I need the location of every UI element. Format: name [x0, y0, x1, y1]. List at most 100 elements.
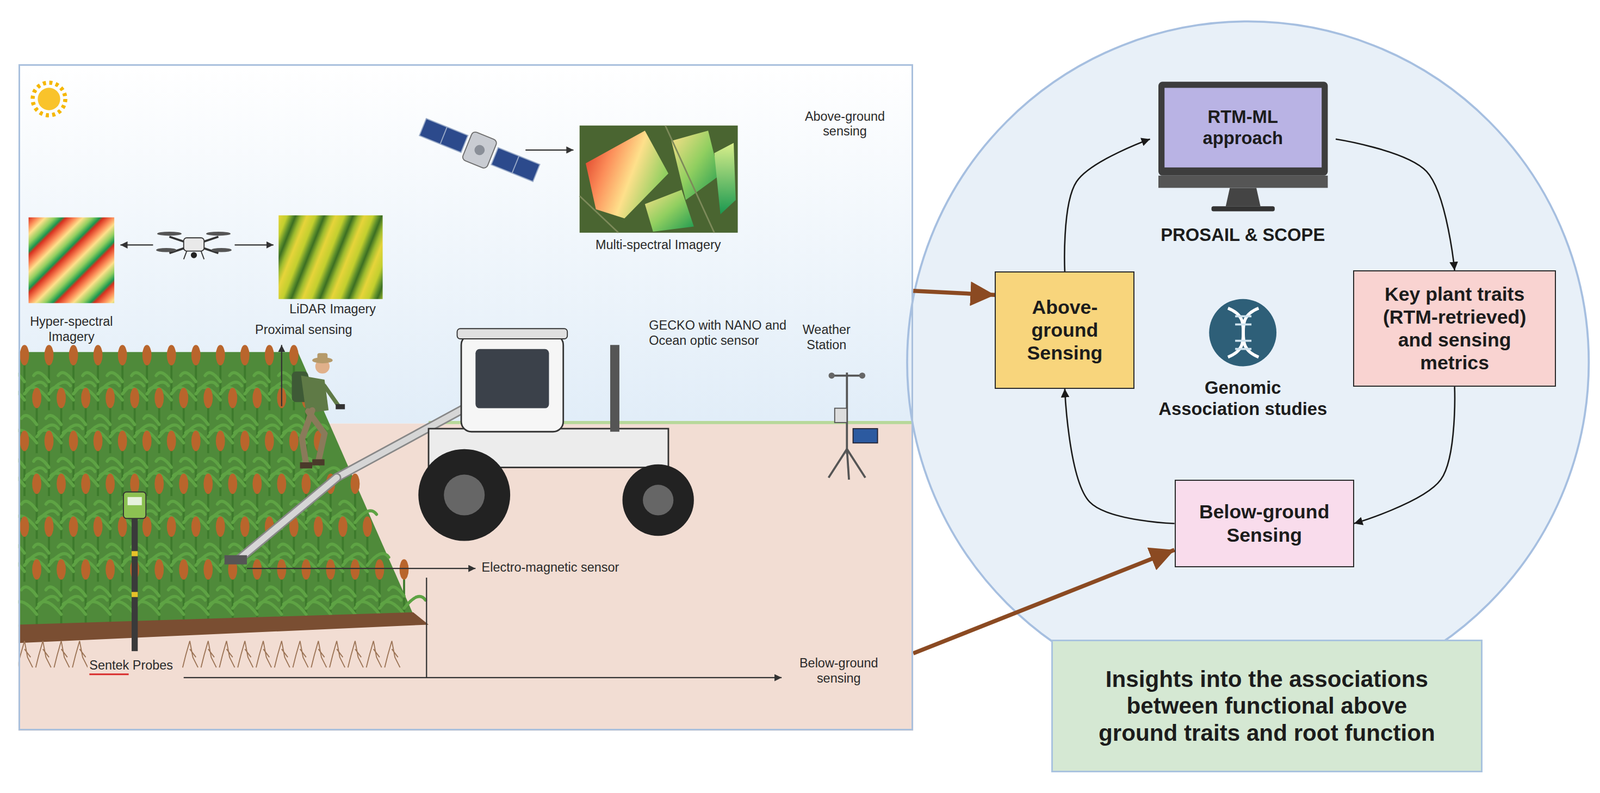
person-figure: [324, 385, 339, 407]
weather-station: [828, 449, 848, 479]
sorghum-plant: [136, 387, 181, 454]
sorghum-plant: [96, 530, 99, 582]
sorghum-plant: [81, 559, 91, 580]
flow-arrow: [913, 290, 995, 295]
sorghum-plant: [69, 516, 79, 537]
tractor: [224, 328, 694, 564]
leader-arrow: [234, 244, 274, 246]
tractor: [418, 449, 511, 542]
sorghum-plant: [317, 530, 320, 582]
tractor: [457, 328, 568, 339]
cycle-circle: [907, 21, 1589, 703]
sorghum-plant: [145, 444, 148, 496]
tractor: [238, 477, 337, 560]
sorghum-plant: [75, 344, 120, 411]
sorghum-plant: [185, 473, 230, 539]
box-label: Insights into the associations between f…: [1093, 665, 1441, 747]
sorghum-plant: [207, 573, 210, 625]
weather-station: [853, 428, 878, 443]
sorghum-plant: [182, 401, 185, 454]
sorghum-plant: [222, 430, 267, 496]
tractor: [475, 349, 549, 409]
satellite-icon: [512, 156, 520, 173]
sorghum-plant: [26, 516, 71, 582]
sorghum-plant: [18, 559, 59, 625]
sorghum-plant: [44, 344, 54, 366]
sensor-label: Above-ground sensing: [794, 109, 897, 140]
tractor: [224, 555, 247, 565]
computer-monitor: RTM-ML approachPROSAIL & SCOPE: [1150, 75, 1336, 258]
sorghum-plant: [18, 430, 47, 496]
sorghum-plant: [313, 516, 324, 537]
lidar-image: [278, 215, 383, 300]
sorghum-plant: [129, 387, 140, 409]
roots: [384, 640, 400, 668]
leader-line: [183, 344, 782, 678]
weather-station: [859, 372, 866, 379]
sorghum-plant: [308, 586, 353, 615]
monitor-label: RTM-ML approach: [1164, 87, 1322, 167]
tractor: [238, 477, 337, 560]
drone-icon: [169, 236, 219, 253]
icon-caption: Genomic Association studies: [1153, 377, 1332, 420]
sorghum-plant: [124, 430, 169, 496]
sorghum-field: [18, 344, 429, 668]
sorghum-plant: [60, 401, 63, 454]
sorghum-plant: [72, 359, 75, 411]
sorghum-plant: [100, 430, 145, 496]
decorations: [89, 673, 129, 675]
hyperspectral-image: [28, 217, 115, 304]
sorghum-plant: [191, 430, 201, 452]
sorghum-plant: [219, 359, 222, 411]
dna-icon: [1235, 348, 1252, 351]
sorghum-plant: [194, 359, 197, 411]
flow-arrow: [913, 549, 1175, 654]
sorghum-plant: [69, 430, 79, 452]
sorghum-plant: [51, 344, 96, 411]
sorghum-plant: [332, 473, 377, 539]
sorghum-plant: [256, 573, 259, 625]
drone-icon: [156, 247, 177, 253]
sorghum-plant: [124, 516, 169, 582]
dna-icon: [1235, 323, 1252, 326]
leader-line: [183, 677, 782, 679]
outcome-box: Insights into the associations between f…: [1051, 639, 1484, 773]
satellite-icon: [419, 118, 468, 153]
drone-icon: [201, 251, 205, 260]
sorghum-plant: [136, 586, 181, 615]
sorghum-plant: [23, 359, 26, 411]
sorghum-plant: [23, 530, 26, 582]
sorghum-plant: [246, 430, 291, 496]
cycle-arrow: [1354, 386, 1455, 524]
sorghum-plant: [264, 344, 275, 366]
sorghum-plant: [197, 344, 243, 411]
roots: [292, 640, 308, 668]
sorghum-plant: [191, 516, 201, 537]
process-box: Below-ground Sensing: [1174, 479, 1355, 568]
sorghum-plant: [305, 487, 308, 539]
sorghum-plant: [320, 516, 365, 582]
sensor-label: Electro-magnetic sensor: [481, 560, 666, 576]
sun-icon: [32, 82, 66, 116]
box-label: Below-ground Sensing: [1185, 500, 1343, 547]
sorghum-plant: [280, 487, 283, 539]
sentek-probe: [131, 591, 138, 597]
cycle-arrow: [1335, 139, 1455, 271]
sorghum-plant: [240, 430, 250, 452]
sorghum-plant: [357, 586, 402, 615]
sorghum-plant: [210, 586, 255, 615]
sorghum-plant: [338, 516, 348, 537]
drone-icon: [157, 231, 182, 237]
sorghum-plant: [222, 344, 267, 411]
drone-icon: [169, 236, 219, 253]
satellite-icon: [491, 147, 540, 182]
sorghum-plant: [20, 430, 30, 452]
sorghum-plant: [18, 344, 47, 411]
sorghum-plant: [26, 430, 71, 496]
drone-icon: [206, 231, 231, 237]
roots: [182, 640, 198, 668]
roots: [274, 640, 290, 668]
sorghum-plant: [166, 430, 177, 452]
sorghum-plant: [219, 444, 222, 496]
leader-line: [246, 567, 476, 569]
